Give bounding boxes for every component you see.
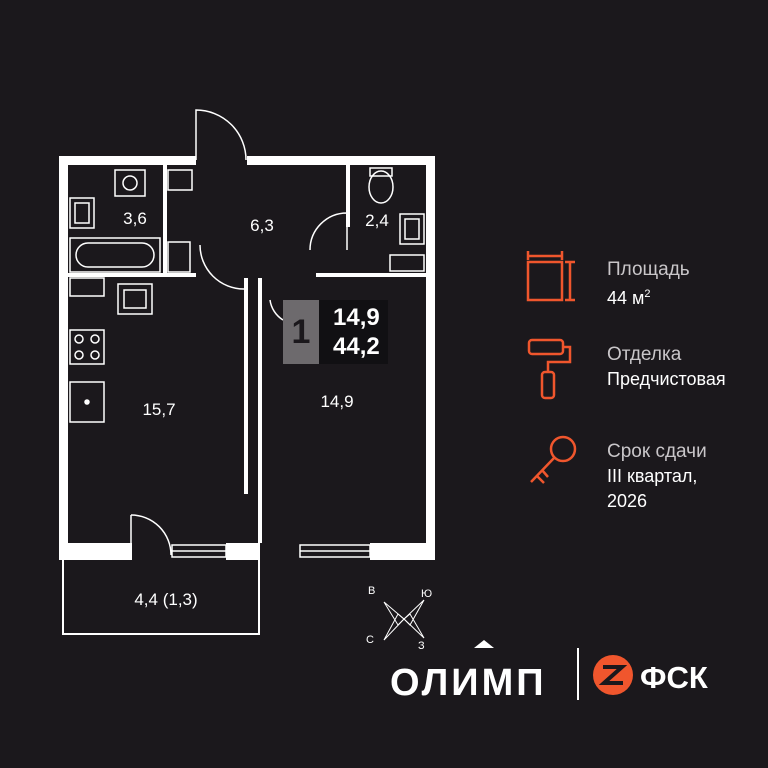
wall-bottom-3 (370, 543, 435, 560)
wall-toilet-hall (346, 165, 350, 227)
room-area-balcony: 4,4 (1,3) (134, 590, 198, 609)
fsk-logo-text: ФСК (640, 660, 708, 695)
info-deadline-line2: 2026 (607, 491, 648, 511)
room-area-kitchen: 15,7 (142, 400, 176, 419)
living-area: 14,9 (333, 304, 380, 331)
wall-toilet-bottom (316, 273, 426, 277)
info-area-unit-sup: 2 (644, 288, 651, 300)
wall-bath-hall (163, 165, 167, 273)
compass-east: В (368, 585, 376, 597)
wall-bedroom-left (258, 278, 262, 543)
compass-west: З (418, 640, 425, 652)
info-deadline-title: Срок сдачи (607, 441, 707, 462)
room-area-hallway: 6,3 (250, 216, 274, 235)
olimp-logo: ОЛИМП (390, 662, 547, 704)
info-finish-value: Предчистовая (607, 369, 726, 389)
info-area-value: 44 м (607, 288, 645, 308)
key-icon (530, 435, 577, 484)
info-deadline: Срок сдачи III квартал, 2026 (607, 440, 707, 514)
info-finish: Отделка Предчистовая (607, 343, 726, 392)
compass-south: Ю (421, 588, 433, 600)
room-count: 1 (283, 300, 319, 364)
wall-kitchen-bedroom (244, 278, 248, 494)
info-deadline-line1: III квартал, (607, 466, 698, 486)
wall-bottom-2 (226, 543, 260, 560)
fsk-logo-mark (593, 655, 633, 695)
compass-rose (383, 599, 425, 641)
paint-roller-icon (527, 338, 572, 400)
info-area-title: Площадь (607, 259, 690, 280)
room-area-toilet: 2,4 (365, 211, 389, 230)
room-area-bedroom: 14,9 (320, 392, 354, 411)
wall-top-right (247, 156, 435, 165)
apartment-badge: 1 14,9 44,2 (283, 300, 388, 364)
room-area-bathroom: 3,6 (123, 209, 147, 228)
area-icon (526, 251, 575, 302)
wall-top-left (59, 156, 196, 165)
compass-north: С (366, 634, 374, 646)
wall-bottom-1 (59, 543, 132, 560)
wall-left (59, 156, 68, 560)
total-area: 44,2 (333, 333, 380, 360)
info-finish-title: Отделка (607, 344, 682, 365)
info-area: Площадь 44 м2 (607, 258, 690, 311)
wall-right (426, 156, 435, 560)
wall-bath-bottom (68, 273, 196, 277)
